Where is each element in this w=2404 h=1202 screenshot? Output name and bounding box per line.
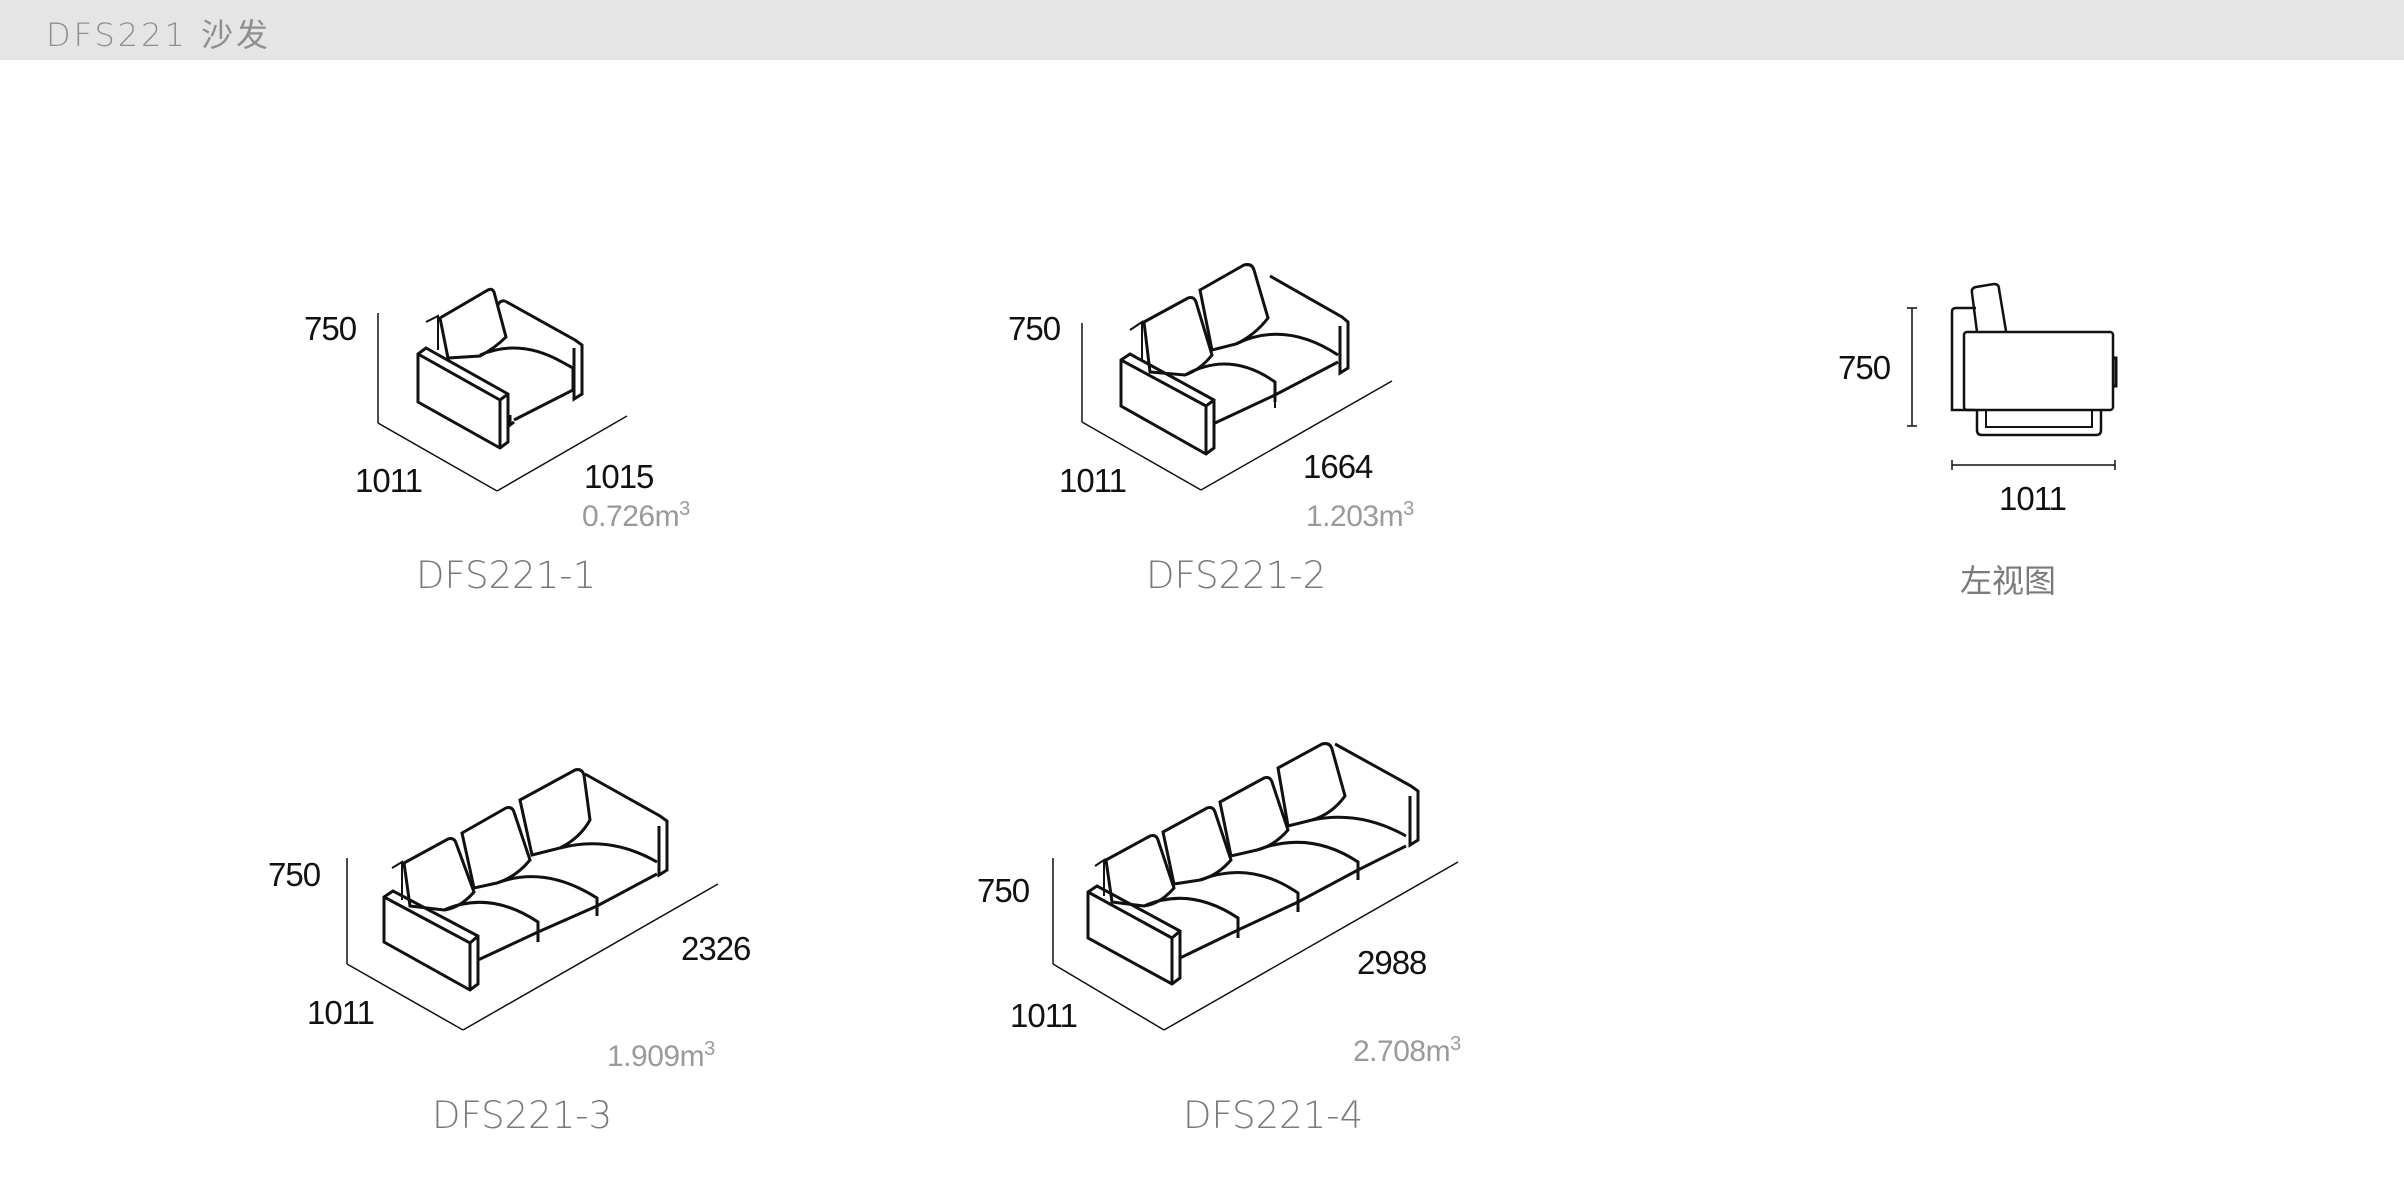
volume-value: 1.909: [607, 1040, 680, 1073]
model-name: DFS221-2: [1146, 554, 1327, 597]
model-name: DFS221-4: [1183, 1094, 1364, 1137]
width-dimension: 1664: [1303, 448, 1373, 485]
height-dimension: 750: [977, 872, 1030, 909]
sofa-side-view-drawing: [1907, 282, 2118, 470]
volume-exponent: 3: [1403, 498, 1414, 520]
sofa-1-seat-drawing: [377, 287, 628, 492]
volume-label: 1.203m3: [1306, 498, 1414, 534]
width-dimension: 2326: [681, 930, 751, 967]
volume-exponent: 3: [704, 1038, 715, 1060]
height-dimension: 750: [304, 310, 357, 347]
volume-value: 0.726: [582, 500, 655, 533]
height-dimension: 750: [1008, 310, 1061, 347]
volume-exponent: 3: [679, 498, 690, 520]
depth-dimension: 1011: [1999, 480, 2067, 517]
depth-dimension: 1011: [1059, 462, 1127, 499]
height-dimension: 750: [1838, 349, 1891, 386]
width-dimension: 1015: [584, 458, 654, 495]
volume-exponent: 3: [1450, 1033, 1461, 1055]
side-view-label: 左视图: [1960, 562, 2057, 600]
sofa-4-seat-drawing: [1052, 742, 1459, 1031]
depth-dimension: 1011: [307, 994, 375, 1031]
sofa-2-seat-drawing: [1081, 263, 1393, 491]
model-name: DFS221-3: [432, 1094, 613, 1137]
volume-unit: m: [1378, 500, 1404, 533]
volume-unit: m: [679, 1040, 705, 1073]
model-name: DFS221-1: [416, 554, 597, 597]
volume-value: 2.708: [1353, 1035, 1426, 1068]
sofa-3-seat-drawing: [346, 768, 719, 1031]
volume-label: 0.726m3: [582, 498, 690, 534]
width-dimension: 2988: [1357, 944, 1427, 981]
page-title: DFS221 沙发: [46, 16, 272, 54]
volume-unit: m: [654, 500, 680, 533]
depth-dimension: 1011: [1010, 997, 1078, 1034]
header-bar: DFS221 沙发: [0, 0, 2404, 60]
depth-dimension: 1011: [355, 462, 423, 499]
volume-value: 1.203: [1306, 500, 1379, 533]
volume-label: 2.708m3: [1353, 1033, 1461, 1069]
volume-label: 1.909m3: [607, 1038, 715, 1074]
volume-unit: m: [1425, 1035, 1451, 1068]
height-dimension: 750: [268, 856, 321, 893]
